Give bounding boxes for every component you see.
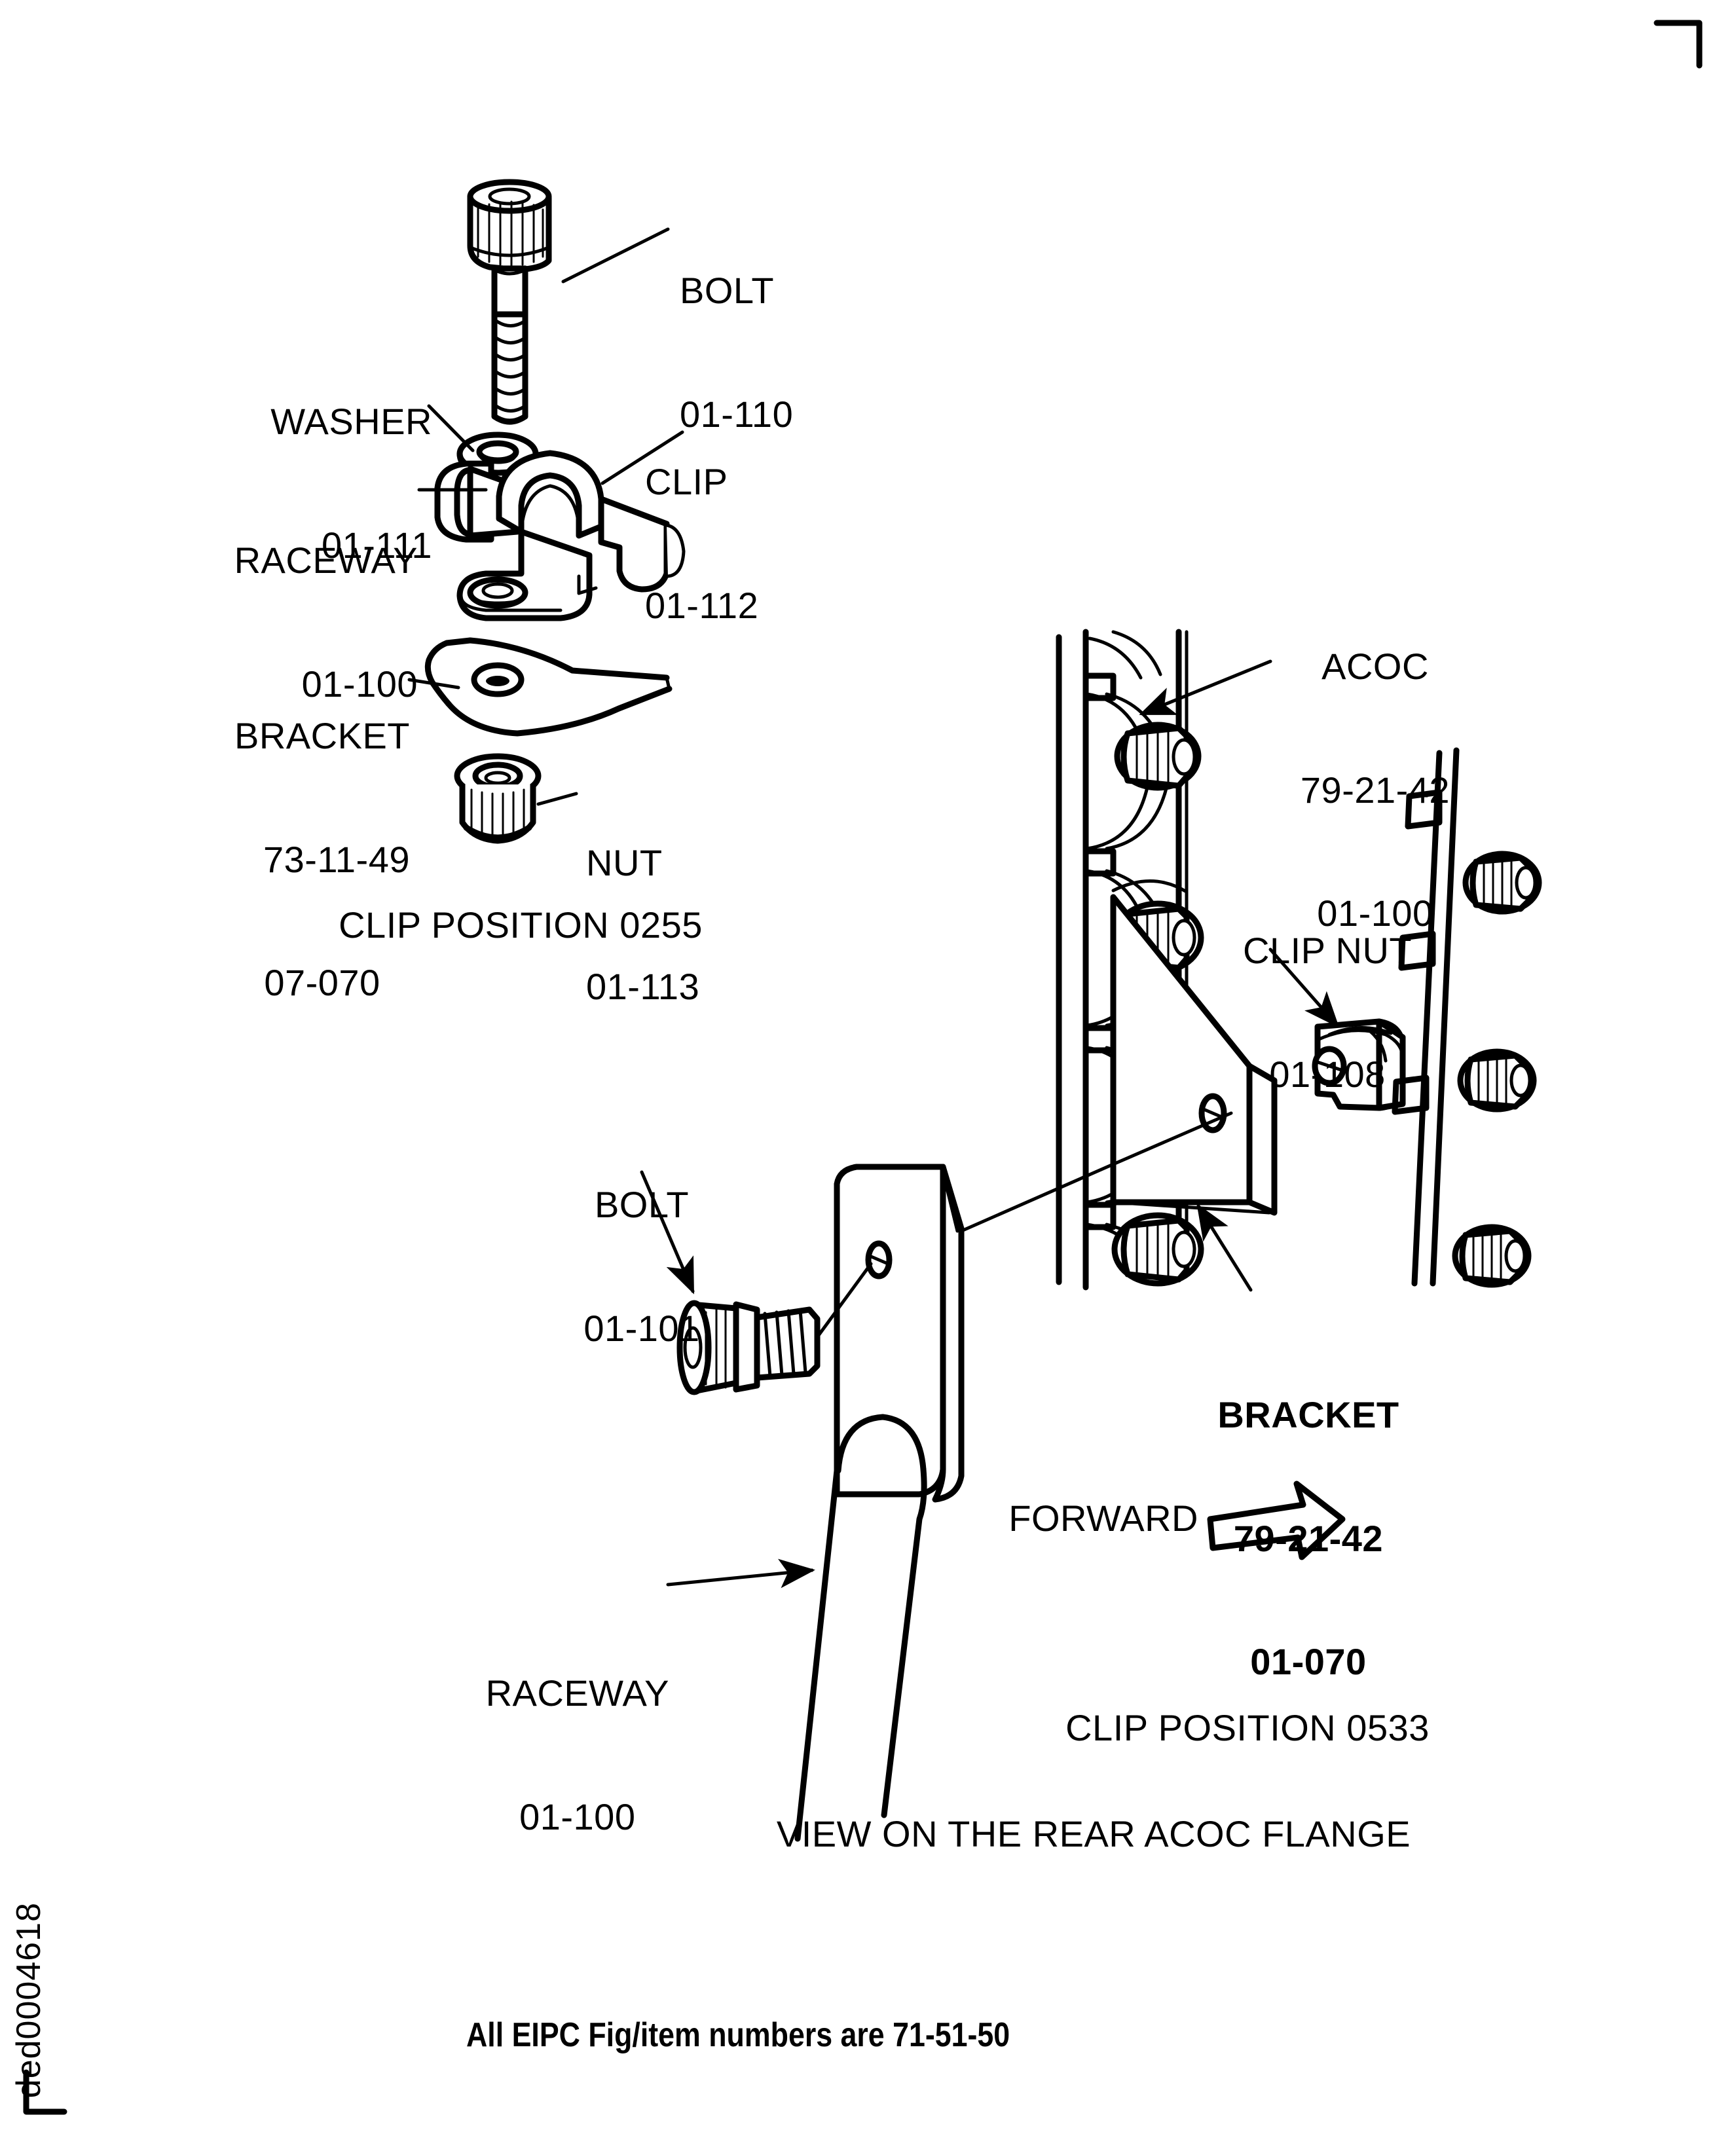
callout-nut-01-113-name: NUT bbox=[586, 842, 663, 884]
free-bolt-head-2 bbox=[1457, 1048, 1537, 1113]
callout-raceway-01-100-lower: RACEWAY 01-100 bbox=[486, 1591, 669, 1920]
callout-clip-01-112: CLIP 01-112 bbox=[645, 380, 758, 708]
callout-raceway-01-100-lower-name: RACEWAY bbox=[485, 1672, 669, 1714]
callout-washer-01-111-name: WASHER bbox=[270, 401, 432, 443]
bolt-01-110-graphic bbox=[467, 179, 552, 425]
view-title-rear-acoc-flange: VIEW ON THE REAR ACOC FLANGE bbox=[776, 1813, 1411, 1854]
callout-acoc-79-21-42-number: 79-21-42 bbox=[1300, 769, 1450, 811]
callout-bracket-73-11-49: BRACKET 73-11-49 07-070 bbox=[234, 634, 410, 1086]
caption-clip-position-0255: CLIP POSITION 0255 bbox=[339, 904, 703, 946]
raceway-plate-and-tube bbox=[794, 1164, 965, 1842]
forward-arrow-icon bbox=[1207, 1481, 1346, 1560]
callout-bracket-73-11-49-number: 73-11-49 bbox=[263, 838, 410, 880]
corner-mark-bottom-left bbox=[23, 2069, 67, 2115]
callout-clip-nut-01-108: CLIP NUT 01-108 bbox=[1243, 849, 1412, 1177]
eipc-footnote: All EIPC Fig/item numbers are 71-51-50 u… bbox=[466, 1925, 1010, 2134]
callout-acoc-79-21-42-name: ACOC bbox=[1321, 646, 1429, 688]
callout-nut-01-113: NUT 01-113 bbox=[586, 761, 699, 1090]
bracket-79-21-42-graphic bbox=[1110, 894, 1278, 1216]
bolt-01-101-graphic bbox=[676, 1262, 873, 1395]
upper-leader-lines bbox=[407, 227, 684, 806]
callout-bracket-79-21-42-number: 79-21-42 bbox=[1233, 1517, 1384, 1559]
free-bolt-head-1 bbox=[1462, 851, 1542, 915]
callout-acoc-79-21-42-number2: 01-100 bbox=[1317, 892, 1433, 934]
callout-bolt-01-110-number: 01-110 bbox=[680, 393, 794, 435]
eipc-footnote-line-1: All EIPC Fig/item numbers are 71-51-50 bbox=[466, 2016, 1010, 2055]
callout-bolt-01-101: BOLT 01-101 bbox=[583, 1103, 699, 1431]
callout-clip-01-112-number: 01-112 bbox=[645, 584, 759, 626]
callout-bolt-01-110-name: BOLT bbox=[680, 270, 775, 312]
corner-mark-top-right bbox=[1653, 20, 1703, 69]
bracket-73-11-49-graphic bbox=[424, 637, 673, 737]
right-rail-with-tabs bbox=[1392, 747, 1460, 1287]
callout-acoc-79-21-42: ACOC 79-21-42 01-100 bbox=[1301, 564, 1450, 1016]
callout-washer-01-111-number: 01-111 bbox=[321, 524, 432, 566]
callout-bracket-79-21-42-name: BRACKET bbox=[1217, 1394, 1399, 1436]
callout-bolt-01-110: BOLT 01-110 bbox=[680, 189, 793, 517]
callout-bolt-01-101-number: 01-101 bbox=[583, 1307, 700, 1349]
document-side-code: ded0004618 bbox=[10, 1902, 48, 2099]
callout-bracket-73-11-49-name: BRACKET bbox=[234, 715, 410, 757]
lower-leader-lines bbox=[640, 659, 1340, 1589]
forward-direction-label: FORWARD bbox=[1008, 1498, 1198, 1539]
callout-nut-01-113-number: 01-113 bbox=[586, 965, 700, 1007]
callout-bracket-79-21-42-number2: 01-070 bbox=[1250, 1640, 1367, 1682]
bracket-to-plate-leader bbox=[959, 1111, 1233, 1233]
callout-washer-01-111: WASHER 01-111 bbox=[270, 320, 432, 648]
flange-bolt-head-top bbox=[1114, 722, 1202, 791]
free-bolt-head-3 bbox=[1452, 1224, 1532, 1288]
callout-clip-nut-01-108-name: CLIP NUT bbox=[1243, 930, 1413, 972]
clip-raceway-assembly-graphic bbox=[434, 450, 686, 621]
callout-raceway-01-100-upper: RACEWAY 01-100 bbox=[234, 458, 418, 787]
callout-bolt-01-101-name: BOLT bbox=[594, 1184, 690, 1226]
callout-bracket-79-21-42: BRACKET 79-21-42 01-070 bbox=[1217, 1313, 1399, 1765]
callout-clip-01-112-name: CLIP bbox=[645, 461, 728, 503]
nut-01-113-graphic bbox=[454, 753, 542, 844]
acoc-case-wall bbox=[1056, 629, 1089, 1291]
callout-raceway-01-100-lower-number: 01-100 bbox=[519, 1795, 636, 1837]
callout-raceway-01-100-upper-name: RACEWAY bbox=[234, 540, 418, 581]
callout-clip-nut-01-108-number: 01-108 bbox=[1269, 1053, 1386, 1095]
callout-raceway-01-100-upper-number: 01-100 bbox=[301, 663, 418, 705]
callout-bracket-73-11-49-number2: 07-070 bbox=[264, 961, 380, 1003]
caption-clip-position-0533: CLIP POSITION 0533 bbox=[1065, 1707, 1430, 1748]
clip-nut-01-108-graphic bbox=[1312, 1018, 1406, 1111]
